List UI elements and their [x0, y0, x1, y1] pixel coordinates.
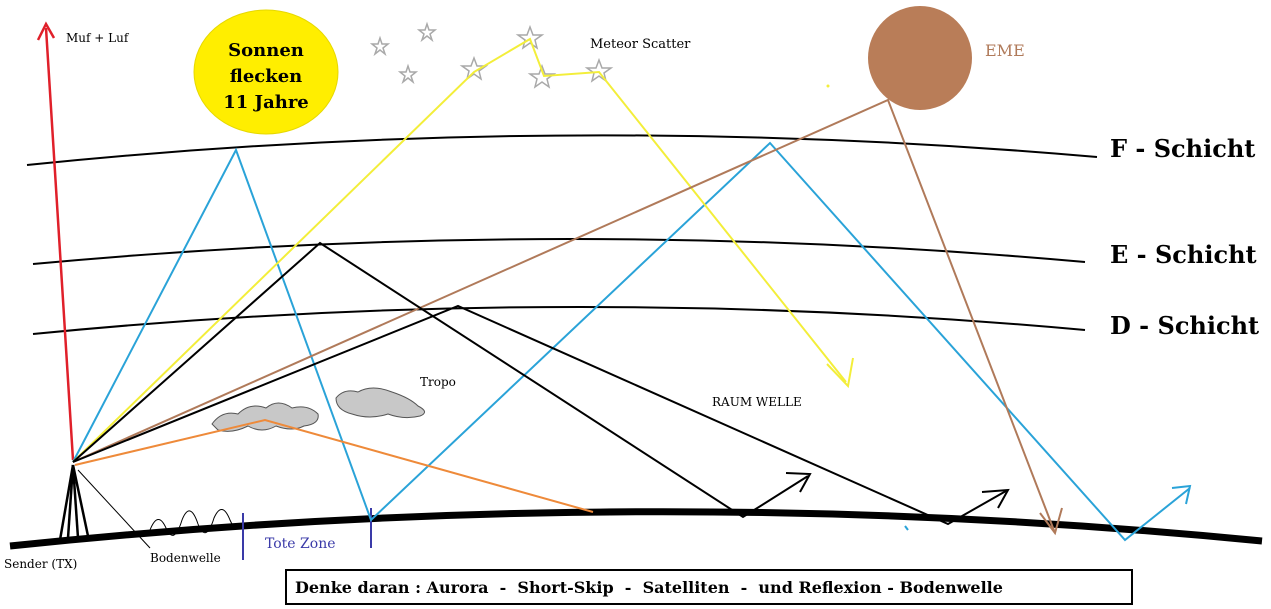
d-layer-line [32, 305, 1086, 335]
moon-circle [868, 6, 972, 110]
dead-zone-label: Tote Zone [265, 536, 336, 552]
e-layer-label: E - Schicht [1110, 240, 1257, 269]
e-layer-arrow-head [785, 472, 812, 493]
e-layer-path [72, 241, 809, 519]
f-layer-label: F - Schicht [1110, 134, 1255, 163]
meteor-stars [369, 21, 614, 89]
ground-wave-squiggle [149, 509, 243, 536]
e-layer-line [32, 237, 1086, 265]
d-layer-label: D - Schicht [1110, 311, 1259, 340]
star-icon [369, 35, 391, 57]
d-layer-path [72, 304, 1007, 526]
muf-arrow-head [36, 21, 56, 41]
tropo-label: Tropo [420, 375, 456, 389]
sunspot-label-line1: Sonnen [228, 40, 304, 61]
reminder-box: Denke daran : Aurora - Short-Skip - Sate… [285, 569, 1133, 605]
f-layer-path [72, 141, 1191, 542]
star-icon [397, 63, 419, 85]
star-icon [416, 21, 438, 43]
meteor-arrow-head [826, 357, 854, 389]
cloud-icon [211, 402, 319, 432]
ground-wave-line [77, 469, 151, 549]
meteor-dot [826, 84, 830, 88]
star-icon [459, 55, 489, 81]
muf-arrow-line [44, 27, 75, 461]
space-wave-label: RAUM WELLE [712, 395, 802, 409]
d-layer-arrow-head [981, 488, 1010, 509]
sender-label: Sender (TX) [4, 557, 77, 571]
blue-tick [904, 525, 909, 531]
muf-luf-label: Muf + Luf [66, 31, 130, 45]
star-icon [515, 24, 545, 50]
sunspot-label-line3: 11 Jahre [223, 92, 309, 113]
meteor-path [72, 37, 847, 463]
meteor-scatter-label: Meteor Scatter [590, 37, 691, 52]
star-icon [527, 63, 557, 89]
star-icon [584, 57, 614, 83]
earth-surface [9, 508, 1263, 550]
reminder-text: Denke daran : Aurora - Short-Skip - Sate… [295, 577, 1003, 597]
eme-arrow-head [1039, 507, 1063, 536]
cloud-icon [335, 387, 425, 419]
f-layer-line [26, 134, 1098, 166]
tropo-path [74, 418, 594, 513]
sunspot-label-line2: flecken [230, 66, 303, 87]
eme-path [72, 98, 1056, 534]
sun-circle [193, 9, 339, 135]
eme-label: EME [985, 41, 1025, 60]
ground-wave-label: Bodenwelle [150, 551, 221, 565]
transmitter-tower [58, 464, 90, 541]
f-layer-arrow-head [1171, 484, 1192, 505]
